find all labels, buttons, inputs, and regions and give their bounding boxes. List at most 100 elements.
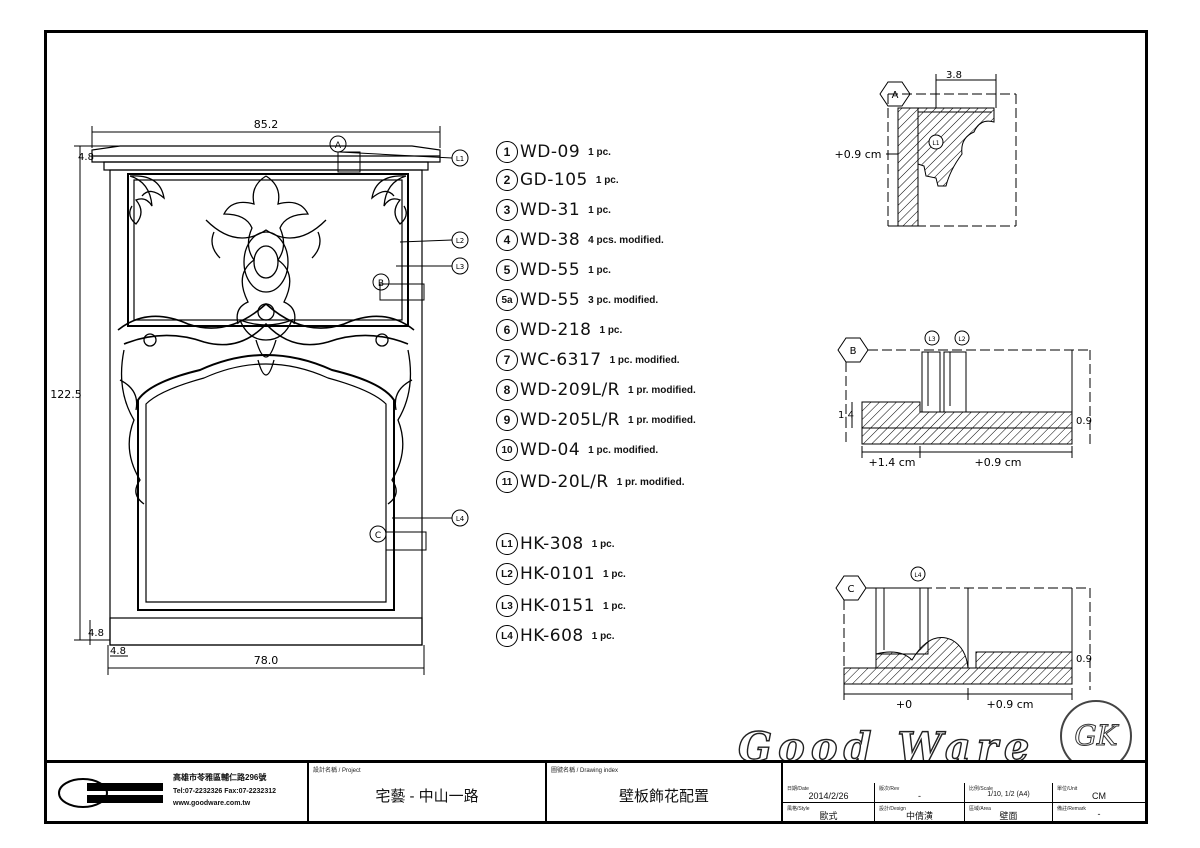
section-b-l3: L3: [928, 336, 935, 343]
note-value: -: [1097, 809, 1101, 819]
project-caption: 設計名稱 / Project: [313, 768, 361, 774]
item-bubble: 5: [496, 259, 518, 281]
item-qty: 1 pc.: [588, 204, 611, 216]
item-qty: 1 pc.: [588, 146, 611, 158]
title-block: 高雄市苓雅區輔仁路296號 Tel:07-2232326 Fax:07-2232…: [44, 760, 1148, 824]
item-qty: 1 pc.: [591, 630, 615, 642]
scale-caption: 比例/Scale: [969, 786, 993, 792]
area-caption: 區域/Area: [969, 806, 991, 812]
note-cell: 備註/Remark-: [1053, 803, 1145, 821]
item-qty: 1 pc.: [591, 538, 615, 550]
item-bubble: 6: [496, 319, 518, 341]
style-value: 歐式: [819, 811, 838, 821]
item-bubble: 7: [496, 349, 518, 371]
company-phone: Tel:07-2232326 Fax:07-2232312: [173, 788, 277, 795]
section-c-l4: L4: [914, 572, 921, 579]
date-value: 2014/2/26: [808, 791, 849, 801]
item-code: WD-55: [520, 260, 581, 280]
item-code: WD-20L/R: [520, 472, 609, 492]
revision-value: -: [918, 791, 921, 801]
section-c-left-dim: +0: [896, 698, 912, 711]
dim-top-width: 85.2: [254, 118, 279, 131]
item-qty: 1 pc.: [599, 324, 623, 336]
revision-caption: 版次/Rev: [879, 786, 900, 792]
section-b-height: 1.4: [838, 410, 854, 421]
item-code: WD-55: [520, 290, 581, 310]
section-a-label: A: [892, 90, 899, 101]
item-bubble: L3: [496, 595, 518, 617]
item-code: WD-31: [520, 200, 581, 220]
section-a-width: 3.8: [946, 70, 962, 81]
section-a-l1: L1: [932, 140, 939, 147]
project-cell: 設計名稱 / Project 宅藝 - 中山一路: [309, 763, 547, 821]
item-qty: 1 pr. modified.: [628, 384, 696, 396]
item-bubble: 10: [496, 439, 518, 461]
dim-overall-height: 122.5: [50, 388, 82, 401]
item-qty: 1 pc.: [595, 174, 619, 186]
callout-l4-label: L4: [456, 515, 465, 523]
elevation-dimensions: [74, 126, 469, 675]
company-logo-icon: [58, 778, 163, 808]
callout-l1-label: L1: [456, 155, 464, 163]
item-qty: 1 pc. modified.: [588, 444, 659, 456]
revision-cell: 版次/Rev -: [875, 783, 965, 803]
item-qty: 1 pc.: [588, 264, 611, 276]
item-qty: 1 pc.: [603, 600, 626, 612]
callout-l2-label: L2: [456, 237, 464, 245]
item-bubble: 4: [496, 229, 518, 251]
dim-side-width: 4.8: [110, 646, 126, 657]
dim-cornice-height: 4.8: [78, 152, 94, 163]
item-code: WD-205L/R: [520, 410, 620, 430]
company-address: 高雄市苓雅區輔仁路296號: [173, 773, 267, 782]
dim-inner-width: 78.0: [254, 654, 279, 667]
section-c-label: C: [848, 584, 855, 595]
item-qty: 1 pc. modified.: [609, 354, 680, 366]
area-value: 壁面: [999, 811, 1018, 821]
item-code: HK-308: [520, 534, 584, 554]
ornament-carvings: [117, 175, 415, 505]
item-code: WC-6317: [520, 350, 602, 370]
elevation-labels: 85.2 4.8 122.5 4.8 4.8 78.0 A B C L1 L2 …: [50, 118, 464, 667]
callout-c-label: C: [375, 531, 381, 541]
date-caption: 日期/Date: [787, 786, 809, 792]
item-code: GD-105: [520, 170, 588, 190]
item-bubble: 11: [496, 471, 518, 493]
section-a-detail: [879, 74, 1017, 227]
callout-l3-label: L3: [456, 263, 464, 271]
item-bubble: 2: [496, 169, 518, 191]
item-code: HK-608: [520, 626, 584, 646]
item-qty: 1 pr. modified.: [628, 414, 696, 426]
scale-value: 1/10, 1/2 (A4): [987, 791, 1030, 798]
item-bubble: 8: [496, 379, 518, 401]
company-web: www.goodware.com.tw: [173, 800, 251, 807]
item-qty: 1 pc.: [603, 568, 626, 580]
designer-value: 中倩潢: [905, 811, 933, 821]
section-b-left-dim: +1.4 cm: [869, 456, 916, 469]
section-b-label: B: [850, 346, 857, 357]
index-caption: 圖號名稱 / Drawing index: [551, 768, 619, 774]
item-qty: 1 pr. modified.: [616, 476, 685, 488]
item-bubble: L1: [496, 533, 518, 555]
section-b-detail: [837, 330, 1091, 458]
company-cell: 高雄市苓雅區輔仁路296號 Tel:07-2232326 Fax:07-2232…: [47, 763, 309, 821]
section-a-offset: +0.9 cm: [835, 148, 882, 161]
